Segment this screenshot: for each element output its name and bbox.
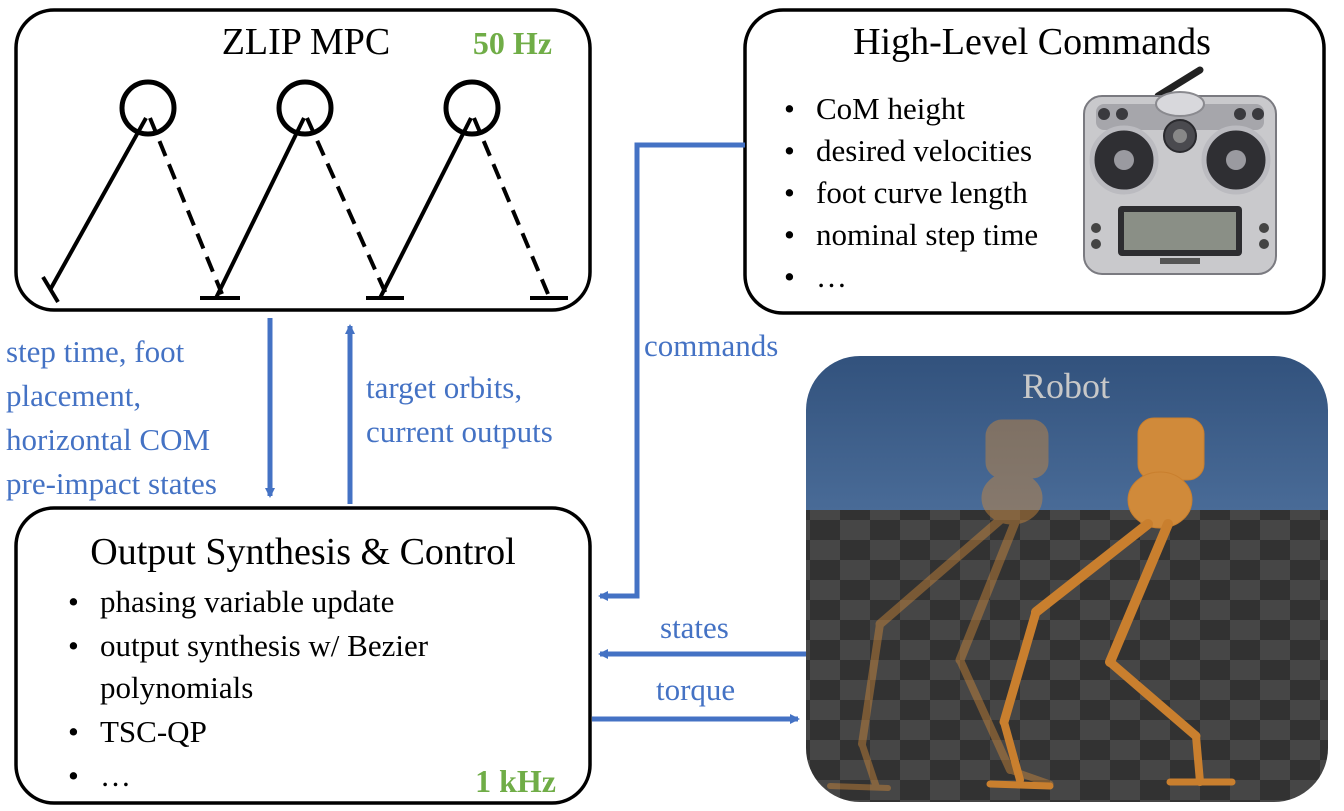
- synthesis-item-output-synthesis-cont: polynomials: [100, 670, 253, 705]
- robot-current-pose: [986, 417, 1236, 790]
- commands-list: • CoM height • desired velocities • foot…: [784, 91, 1038, 294]
- robot-floor: [806, 510, 1328, 802]
- pendulum-mass-1: [119, 79, 177, 137]
- signal-arrows: [265, 142, 806, 724]
- commands-item-foot-curve-length: foot curve length: [816, 175, 1028, 210]
- states-arrow-label: states: [660, 610, 729, 645]
- arrow-commands-to-synthesis: [598, 142, 745, 601]
- commands-item-desired-velocities: desired velocities: [816, 133, 1032, 168]
- commands-bullet-2: •: [784, 133, 795, 168]
- robot-sky: [806, 356, 1328, 516]
- synthesis-frame: [14, 506, 592, 805]
- foot-1: [41, 275, 60, 304]
- zlip-mpc-title: ZLIP MPC: [222, 21, 391, 63]
- output-synthesis-box: Output Synthesis & Control • phasing var…: [14, 506, 592, 805]
- robot-title: Robot: [1022, 366, 1110, 406]
- synthesis-bullet-3: •: [68, 714, 79, 749]
- rc-transmitter-icon: [1083, 66, 1277, 275]
- synthesis-title: Output Synthesis & Control: [90, 531, 515, 573]
- zlip-mpc-box: ZLIP MPC 50 Hz: [14, 8, 592, 312]
- commands-arrow-label: commands: [644, 328, 778, 363]
- commands-bullet-5: •: [784, 259, 795, 294]
- down-arrow-label-line-1: step time, foot: [6, 334, 185, 369]
- robot-ghost-pose: [827, 419, 1054, 791]
- synthesis-item-tsc-qp: TSC-QP: [100, 714, 207, 749]
- commands-title: High-Level Commands: [853, 21, 1211, 63]
- up-arrow-label-line-2: current outputs: [366, 414, 553, 449]
- high-level-commands-box: High-Level Commands • CoM height • desir…: [743, 8, 1326, 315]
- stance-leg-3: [378, 117, 473, 299]
- arrow-labels: step time, foot placement, horizontal CO…: [6, 328, 778, 707]
- synthesis-bullet-1: •: [68, 584, 79, 619]
- pendulum-mass-2: [276, 79, 334, 137]
- commands-item-nominal-step-time: nominal step time: [816, 217, 1038, 252]
- swing-leg-2: [305, 117, 388, 295]
- stance-leg-1: [48, 117, 148, 291]
- commands-item-com-height: CoM height: [816, 91, 965, 126]
- swing-leg-3: [472, 117, 550, 295]
- swing-leg-1: [148, 117, 224, 295]
- commands-bullet-3: •: [784, 175, 795, 210]
- stance-leg-2: [214, 117, 306, 299]
- synthesis-item-output-synthesis: output synthesis w/ Bezier: [100, 628, 429, 663]
- synthesis-bullet-2: •: [68, 628, 79, 663]
- synthesis-rate-label: 1 kHz: [475, 763, 556, 799]
- synthesis-list: • phasing variable update • output synth…: [68, 584, 429, 793]
- down-arrow-label-line-3: horizontal COM: [6, 422, 210, 457]
- commands-item-more: …: [816, 259, 847, 294]
- torque-arrow-label: torque: [656, 672, 735, 707]
- synthesis-bullet-4: •: [68, 758, 79, 793]
- down-arrow-label-line-4: pre-impact states: [6, 466, 217, 501]
- synthesis-item-phasing-variable: phasing variable update: [100, 584, 394, 619]
- pendulum-mass-3: [443, 79, 501, 137]
- mpc-rate-label: 50 Hz: [473, 25, 552, 61]
- commands-bullet-1: •: [784, 91, 795, 126]
- synthesis-item-more: …: [100, 758, 131, 793]
- zlip-walker-illustration: [41, 79, 568, 304]
- down-arrow-label-line-2: placement,: [6, 378, 141, 413]
- up-arrow-label-line-1: target orbits,: [366, 370, 522, 405]
- robot-panel: Robot: [806, 356, 1328, 802]
- commands-bullet-4: •: [784, 217, 795, 252]
